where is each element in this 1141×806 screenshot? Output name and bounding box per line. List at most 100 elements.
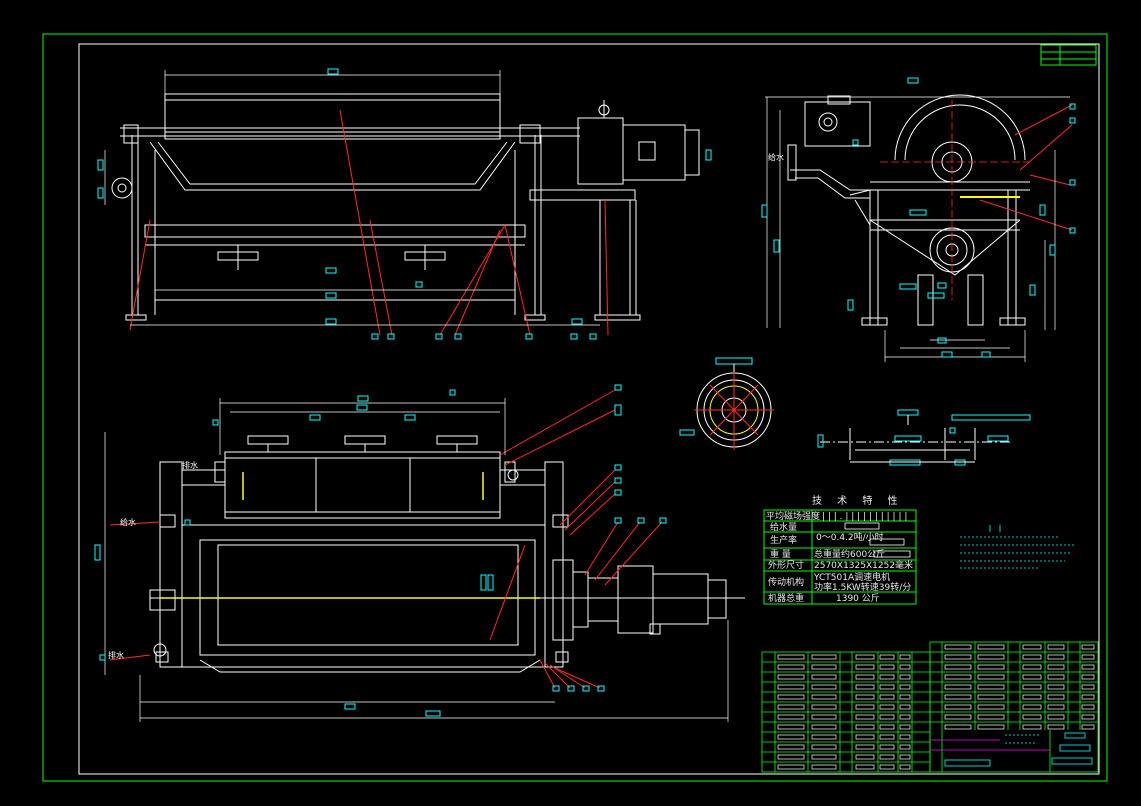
tech-table-title: 技 术 特 性: [812, 494, 904, 507]
title-block-magenta: [930, 739, 1050, 751]
label-outlet-left: 排水: [108, 650, 124, 660]
parts-cell-text: [811, 724, 837, 730]
parts-cell-text: [1081, 674, 1095, 680]
tech-row-4-value: 总重量约600公斤: [814, 548, 885, 560]
parts-cell-text: [777, 684, 805, 690]
notes-block: [960, 525, 1075, 569]
tech-row-7-value: 1390 公斤: [836, 593, 880, 604]
parts-cell-text: [977, 674, 1005, 680]
parts-cell-text: [811, 754, 837, 760]
parts-cell-text: [977, 714, 1005, 720]
parts-cell-text: [879, 764, 895, 770]
parts-cell-text: [777, 664, 805, 670]
side-view-dim-tags: [761, 77, 1076, 358]
parts-cell-text: [1022, 704, 1042, 710]
label-outlet-top: 排水: [182, 460, 198, 470]
parts-cell-text: [811, 704, 837, 710]
parts-cell-text: [944, 654, 972, 660]
front-view-dim-tags: [97, 68, 712, 340]
parts-cell-text: [944, 674, 972, 680]
parts-cell-text: [777, 704, 805, 710]
parts-cell-text: [777, 654, 805, 660]
parts-cell-text: [899, 684, 911, 690]
tech-row-3-label: 生产率: [770, 534, 797, 546]
parts-cell-text: [1047, 664, 1065, 670]
parts-cell-text: [899, 654, 911, 660]
shaft-detail: [817, 409, 1031, 466]
plan-view-yellow-marks: [160, 472, 540, 599]
parts-cell-text: [899, 714, 911, 720]
parts-cell-text: [811, 674, 837, 680]
parts-cell-text: [1022, 644, 1042, 650]
parts-cell-text: [879, 734, 895, 740]
parts-cell-text: [1047, 694, 1065, 700]
front-view: [111, 93, 700, 321]
parts-cell-text: [977, 694, 1005, 700]
parts-cell-text: [879, 684, 895, 690]
parts-cell-text: [1081, 644, 1095, 650]
plan-view-dims: [104, 398, 729, 722]
tech-row-5-value: 2570X1325X1252毫米: [814, 559, 913, 571]
parts-cell-text: [1022, 674, 1042, 680]
parts-cell-text: [899, 744, 911, 750]
parts-cell-text: [977, 724, 1005, 730]
parts-cell-text: [899, 694, 911, 700]
side-view-centerlines: [880, 100, 1030, 300]
parts-cell-text: [1081, 714, 1095, 720]
label-inlet-left: 给水: [120, 517, 136, 527]
parts-cell-text: [1047, 644, 1065, 650]
parts-cell-text: [1022, 714, 1042, 720]
parts-cell-text: [977, 704, 1005, 710]
parts-cell-text: [777, 714, 805, 720]
parts-cell-text: [899, 764, 911, 770]
parts-cell-text: [879, 674, 895, 680]
parts-cell-text: [879, 724, 895, 730]
parts-cell-text: [1022, 664, 1042, 670]
parts-cell-text: [879, 694, 895, 700]
parts-cell-text: [811, 734, 837, 740]
parts-cell-text: [777, 734, 805, 740]
parts-cell-text: [811, 694, 837, 700]
tech-row-4-label: 重 量: [770, 548, 791, 560]
parts-cell-text: [811, 714, 837, 720]
parts-list: [761, 641, 1099, 773]
parts-cell-text: [899, 664, 911, 670]
title-block-cyan: [944, 732, 1093, 767]
side-view-dims: [765, 96, 1070, 362]
tech-row-6-value: YCT501A调速电机: [813, 571, 890, 583]
tech-row-5-label: 外形尺寸: [768, 559, 804, 571]
parts-cell-text: [855, 734, 875, 740]
parts-cell-text: [855, 684, 875, 690]
tech-table: 技 术 特 性 平均磁场强度 | | | . | | | | | | | | |…: [763, 494, 917, 605]
plan-view: [149, 435, 745, 673]
parts-cell-text: [1081, 664, 1095, 670]
parts-cell-text: [879, 664, 895, 670]
parts-cell-text: [855, 744, 875, 750]
parts-cell-text: [811, 684, 837, 690]
parts-cell-text: [879, 704, 895, 710]
corner-title-box: [1040, 44, 1097, 66]
parts-cell-text: [855, 754, 875, 760]
parts-cell-text: [1047, 714, 1065, 720]
label-inlet-top: 给水: [768, 152, 784, 162]
side-view-leaders: [979, 104, 1073, 231]
parts-cell-text: [899, 724, 911, 730]
parts-cell-text: [1022, 724, 1042, 730]
parts-cell-text: [944, 714, 972, 720]
parts-cell-text: [777, 674, 805, 680]
parts-cell-text: [855, 704, 875, 710]
parts-cell-text: [855, 664, 875, 670]
tech-row-6-value-2: 功率1.5KW转速39转/分: [814, 581, 911, 593]
parts-cell-text: [777, 764, 805, 770]
parts-list-rows: [762, 644, 1098, 770]
parts-cell-text: [811, 654, 837, 660]
outer-frame: [42, 33, 1108, 782]
parts-cell-text: [777, 724, 805, 730]
parts-cell-text: [977, 654, 1005, 660]
front-view-dims: [104, 70, 600, 326]
parts-cell-text: [944, 684, 972, 690]
parts-cell-text: [977, 664, 1005, 670]
parts-cell-text: [777, 744, 805, 750]
parts-cell-text: [899, 734, 911, 740]
